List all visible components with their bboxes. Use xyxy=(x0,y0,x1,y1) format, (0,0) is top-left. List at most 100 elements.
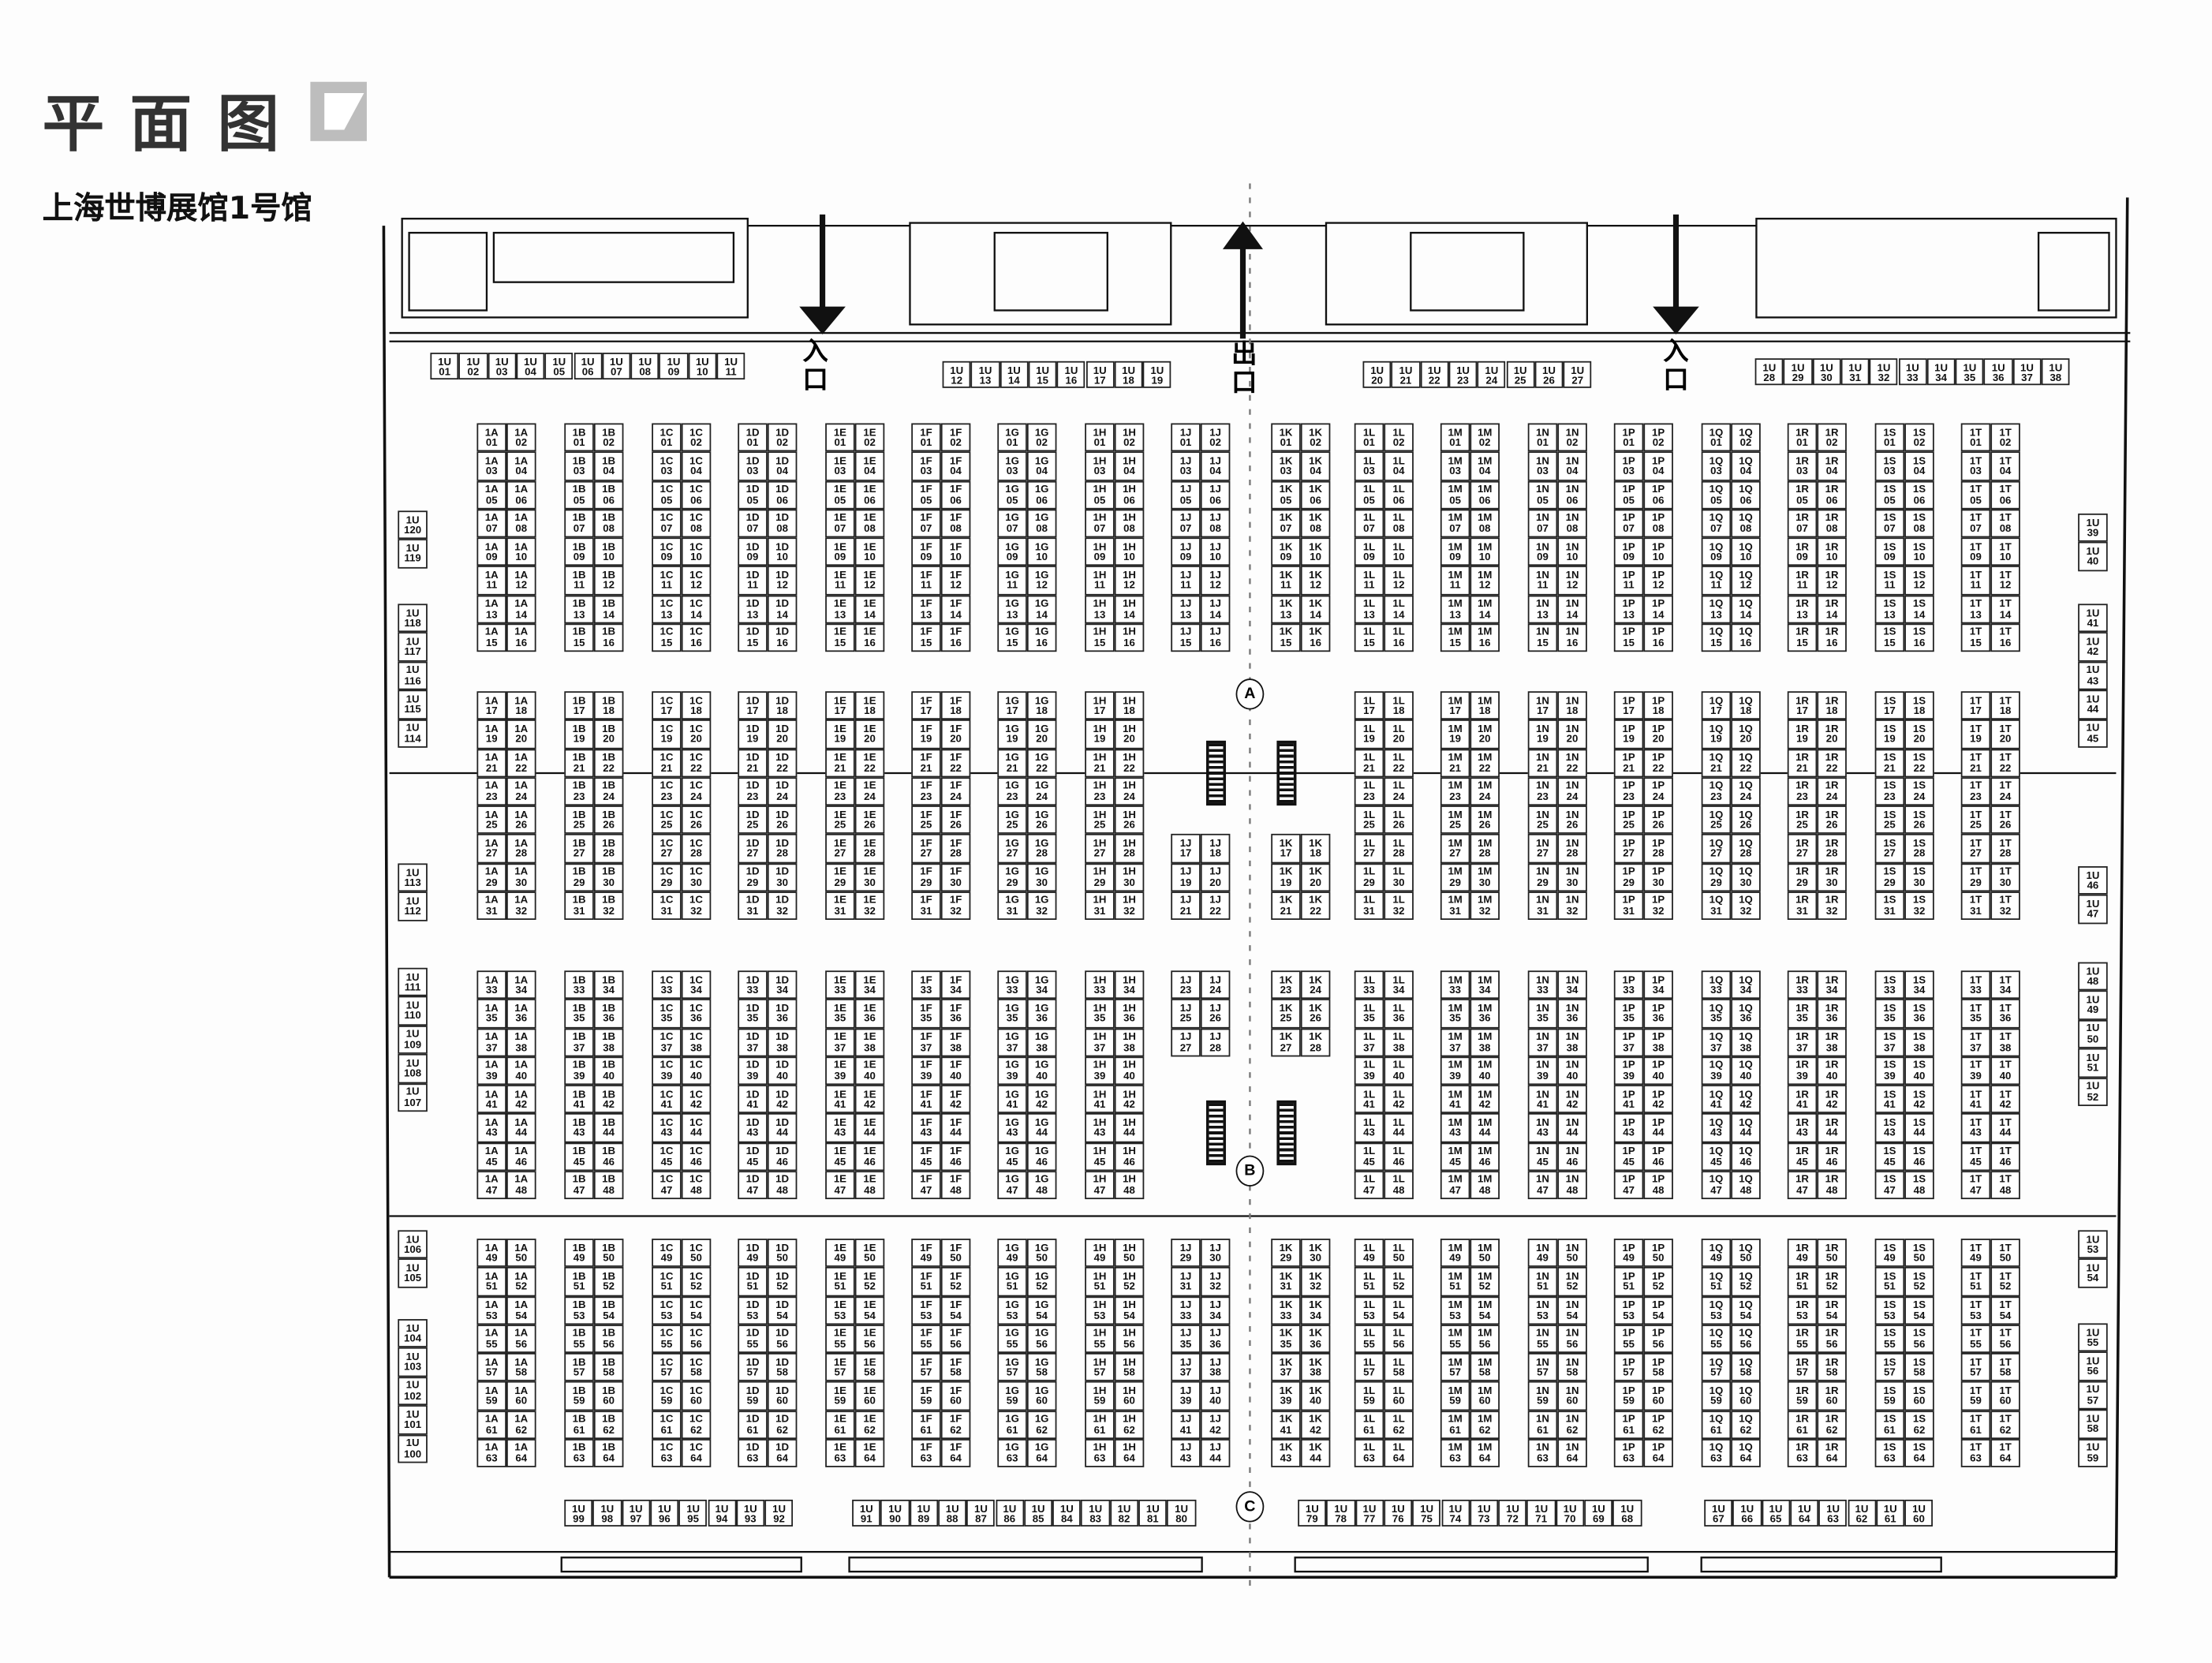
booth-1K-13[interactable]: 1K13 xyxy=(1271,594,1301,623)
booth-1K-43[interactable]: 1K43 xyxy=(1271,1438,1301,1467)
booth-1G-02[interactable]: 1G02 xyxy=(1026,423,1057,452)
booth-1R-34[interactable]: 1R34 xyxy=(1817,970,1847,1000)
booth-1P-19[interactable]: 1P19 xyxy=(1613,719,1644,749)
booth-1S-49[interactable]: 1S49 xyxy=(1874,1239,1905,1268)
booth-1U-08[interactable]: 1U08 xyxy=(630,353,659,380)
booth-1U-30[interactable]: 1U30 xyxy=(1812,358,1841,386)
booth-1S-62[interactable]: 1S62 xyxy=(1904,1410,1934,1439)
booth-1Q-22[interactable]: 1Q22 xyxy=(1731,748,1761,777)
booth-1E-08[interactable]: 1E08 xyxy=(854,509,885,538)
booth-1P-13[interactable]: 1P13 xyxy=(1613,594,1644,623)
booth-1Q-52[interactable]: 1Q52 xyxy=(1731,1267,1761,1296)
booth-1F-25[interactable]: 1F25 xyxy=(911,805,941,835)
booth-1P-62[interactable]: 1P62 xyxy=(1643,1410,1673,1439)
booth-1D-57[interactable]: 1D57 xyxy=(738,1352,768,1382)
booth-1D-60[interactable]: 1D60 xyxy=(767,1381,798,1411)
booth-1P-64[interactable]: 1P64 xyxy=(1643,1438,1673,1467)
booth-1L-63[interactable]: 1L63 xyxy=(1354,1438,1384,1467)
booth-1M-59[interactable]: 1M59 xyxy=(1440,1381,1470,1411)
booth-1T-04[interactable]: 1T04 xyxy=(1990,451,2020,480)
booth-1U-23[interactable]: 1U23 xyxy=(1448,361,1478,388)
booth-1S-30[interactable]: 1S30 xyxy=(1904,862,1934,891)
booth-1K-08[interactable]: 1K08 xyxy=(1300,509,1331,538)
booth-1B-02[interactable]: 1B02 xyxy=(593,423,624,452)
booth-1P-55[interactable]: 1P55 xyxy=(1613,1324,1644,1353)
booth-1K-02[interactable]: 1K02 xyxy=(1300,423,1331,452)
booth-1R-36[interactable]: 1R36 xyxy=(1817,999,1847,1028)
booth-1U-115[interactable]: 1U115 xyxy=(398,689,428,719)
booth-1M-13[interactable]: 1M13 xyxy=(1440,594,1470,623)
booth-1A-51[interactable]: 1A51 xyxy=(476,1267,506,1296)
booth-1D-05[interactable]: 1D05 xyxy=(738,480,768,510)
booth-1F-37[interactable]: 1F37 xyxy=(911,1027,941,1056)
booth-1D-21[interactable]: 1D21 xyxy=(738,748,768,777)
booth-1A-37[interactable]: 1A37 xyxy=(476,1027,506,1056)
booth-1H-03[interactable]: 1H03 xyxy=(1085,451,1115,480)
booth-1A-38[interactable]: 1A38 xyxy=(506,1027,536,1056)
booth-1S-43[interactable]: 1S43 xyxy=(1874,1113,1905,1142)
booth-1G-57[interactable]: 1G57 xyxy=(997,1352,1027,1382)
booth-1U-07[interactable]: 1U07 xyxy=(602,353,631,380)
booth-1M-27[interactable]: 1M27 xyxy=(1440,834,1470,863)
booth-1F-05[interactable]: 1F05 xyxy=(911,480,941,510)
booth-1K-01[interactable]: 1K01 xyxy=(1271,423,1301,452)
booth-1F-30[interactable]: 1F30 xyxy=(940,862,971,891)
booth-1F-11[interactable]: 1F11 xyxy=(911,566,941,595)
booth-1A-15[interactable]: 1A15 xyxy=(476,622,506,652)
booth-1J-41[interactable]: 1J41 xyxy=(1171,1410,1201,1439)
booth-1D-53[interactable]: 1D53 xyxy=(738,1295,768,1325)
booth-1B-54[interactable]: 1B54 xyxy=(593,1295,624,1325)
booth-1K-44[interactable]: 1K44 xyxy=(1300,1438,1331,1467)
booth-1M-06[interactable]: 1M06 xyxy=(1470,480,1500,510)
booth-1R-59[interactable]: 1R59 xyxy=(1787,1381,1818,1411)
booth-1U-45[interactable]: 1U45 xyxy=(2078,719,2108,748)
booth-1F-46[interactable]: 1F46 xyxy=(940,1142,971,1171)
booth-1C-50[interactable]: 1C50 xyxy=(681,1239,712,1268)
booth-1P-30[interactable]: 1P30 xyxy=(1643,862,1673,891)
booth-1E-11[interactable]: 1E11 xyxy=(825,566,855,595)
booth-1K-35[interactable]: 1K35 xyxy=(1271,1324,1301,1353)
booth-1R-52[interactable]: 1R52 xyxy=(1817,1267,1847,1296)
booth-1A-59[interactable]: 1A59 xyxy=(476,1381,506,1411)
booth-1T-57[interactable]: 1T57 xyxy=(1960,1352,1991,1382)
booth-1E-15[interactable]: 1E15 xyxy=(825,622,855,652)
booth-1B-13[interactable]: 1B13 xyxy=(564,594,594,623)
booth-1A-62[interactable]: 1A62 xyxy=(506,1410,536,1439)
booth-1F-51[interactable]: 1F51 xyxy=(911,1267,941,1296)
booth-1U-01[interactable]: 1U01 xyxy=(430,353,459,380)
booth-1A-10[interactable]: 1A10 xyxy=(506,537,536,566)
booth-1H-45[interactable]: 1H45 xyxy=(1085,1142,1115,1171)
booth-1P-08[interactable]: 1P08 xyxy=(1643,509,1673,538)
booth-1L-33[interactable]: 1L33 xyxy=(1354,970,1384,1000)
booth-1U-12[interactable]: 1U12 xyxy=(942,361,971,388)
booth-1D-39[interactable]: 1D39 xyxy=(738,1056,768,1086)
booth-1S-12[interactable]: 1S12 xyxy=(1904,566,1934,595)
booth-1N-55[interactable]: 1N55 xyxy=(1527,1324,1558,1353)
booth-1F-17[interactable]: 1F17 xyxy=(911,691,941,720)
booth-1T-22[interactable]: 1T22 xyxy=(1990,748,2020,777)
booth-1T-47[interactable]: 1T47 xyxy=(1960,1170,1991,1200)
booth-1R-23[interactable]: 1R23 xyxy=(1787,776,1818,806)
booth-1B-22[interactable]: 1B22 xyxy=(593,748,624,777)
booth-1A-28[interactable]: 1A28 xyxy=(506,834,536,863)
booth-1A-35[interactable]: 1A35 xyxy=(476,999,506,1028)
booth-1S-21[interactable]: 1S21 xyxy=(1874,748,1905,777)
booth-1P-63[interactable]: 1P63 xyxy=(1613,1438,1644,1467)
booth-1B-43[interactable]: 1B43 xyxy=(564,1113,594,1142)
booth-1C-20[interactable]: 1C20 xyxy=(681,719,712,749)
booth-1U-37[interactable]: 1U37 xyxy=(2012,358,2042,386)
booth-1B-20[interactable]: 1B20 xyxy=(593,719,624,749)
booth-1B-23[interactable]: 1B23 xyxy=(564,776,594,806)
booth-1G-51[interactable]: 1G51 xyxy=(997,1267,1027,1296)
booth-1R-60[interactable]: 1R60 xyxy=(1817,1381,1847,1411)
booth-1D-24[interactable]: 1D24 xyxy=(767,776,798,806)
booth-1D-61[interactable]: 1D61 xyxy=(738,1410,768,1439)
booth-1A-29[interactable]: 1A29 xyxy=(476,862,506,891)
booth-1K-03[interactable]: 1K03 xyxy=(1271,451,1301,480)
booth-1F-52[interactable]: 1F52 xyxy=(940,1267,971,1296)
booth-1F-04[interactable]: 1F04 xyxy=(940,451,971,480)
booth-1T-64[interactable]: 1T64 xyxy=(1990,1438,2020,1467)
booth-1S-64[interactable]: 1S64 xyxy=(1904,1438,1934,1467)
booth-1A-31[interactable]: 1A31 xyxy=(476,891,506,920)
booth-1C-12[interactable]: 1C12 xyxy=(681,566,712,595)
